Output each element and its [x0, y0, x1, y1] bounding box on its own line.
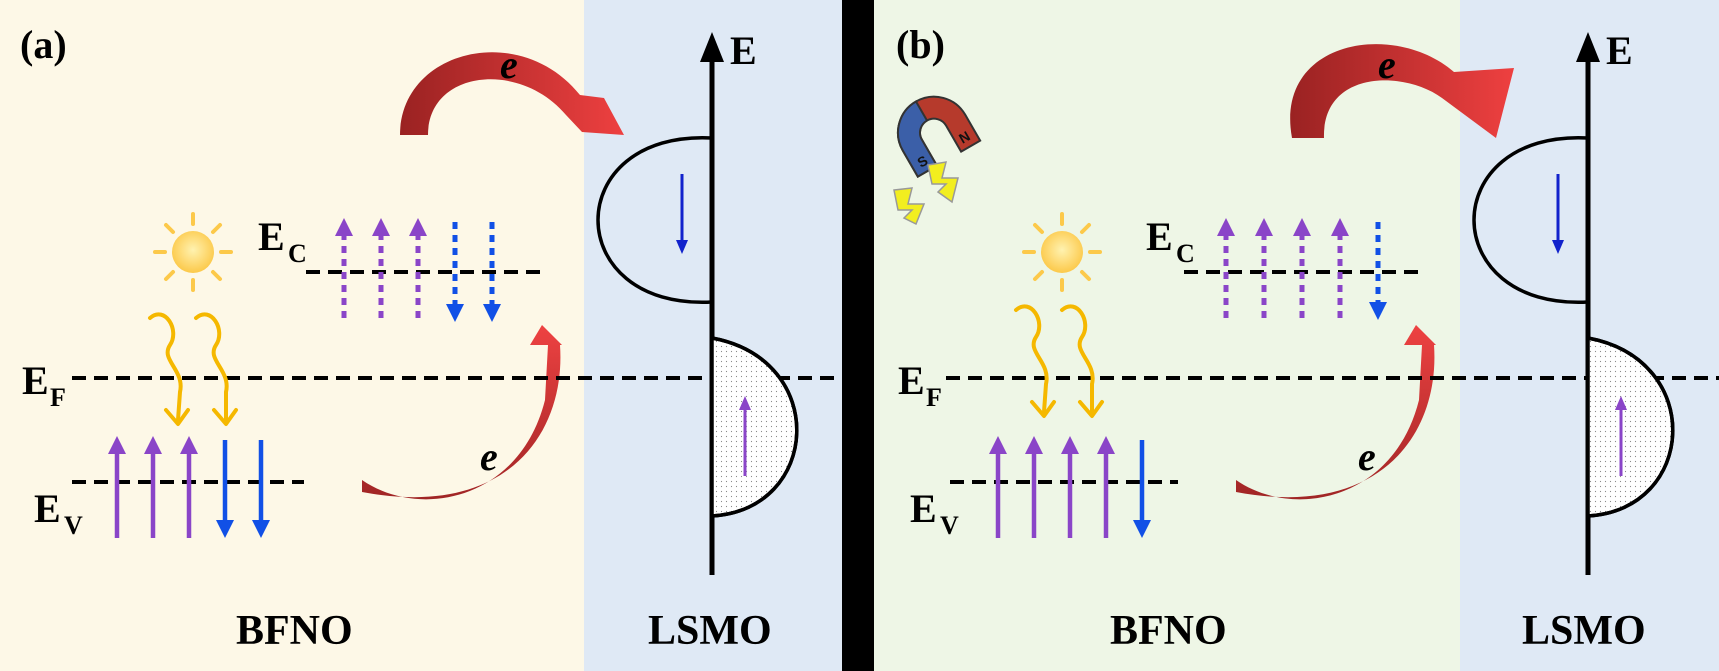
photon-wave-icon — [148, 312, 238, 426]
ef-subscript: F — [926, 383, 942, 412]
electron-label-top: e — [500, 42, 518, 87]
lsmo-label: LSMO — [648, 608, 772, 654]
panel-tag: (b) — [896, 22, 945, 67]
valence-spin-up-arrow — [1061, 436, 1079, 538]
sun-icon — [153, 212, 233, 292]
conduction-spin-up-arrow — [1217, 218, 1235, 318]
valence-spin-down-arrow — [1133, 440, 1151, 538]
ec-label: E — [258, 214, 285, 259]
conduction-spin-up-arrow — [1293, 218, 1311, 318]
electron-transfer-arrow-bottom — [1236, 325, 1436, 500]
conduction-spin-down-arrow — [1369, 222, 1387, 320]
energy-axis-label: E — [1606, 28, 1633, 73]
panel-tag: (a) — [20, 22, 67, 67]
valence-spin-up-arrow — [1025, 436, 1043, 538]
spin-down-arrow — [1552, 174, 1564, 254]
panel-divider — [842, 0, 874, 671]
electron-transfer-arrow-top — [400, 52, 624, 135]
minority-spin-dos — [1472, 136, 1589, 304]
valence-spin-arrows — [108, 436, 270, 538]
photon-wave-icon — [1014, 304, 1104, 418]
valence-spin-up-arrow — [989, 436, 1007, 538]
sun-icon — [1022, 212, 1102, 292]
majority-spin-dos-outline — [711, 336, 799, 518]
electron-transfer-arrow-bottom — [362, 325, 562, 500]
energy-axis-arrowhead — [1576, 32, 1600, 62]
energy-axis-label: E — [730, 28, 757, 73]
minority-spin-dos — [596, 136, 713, 304]
electron-label-top: e — [1378, 42, 1396, 87]
ev-subscript: V — [64, 511, 83, 540]
lightning-icon — [893, 161, 959, 226]
valence-spin-down-arrow — [216, 440, 234, 538]
conduction-spin-down-arrow — [446, 222, 464, 322]
ev-label: E — [910, 486, 937, 531]
energy-axis-arrowhead — [700, 32, 724, 62]
electron-label-bottom: e — [1358, 434, 1376, 479]
valence-spin-up-arrow — [144, 436, 162, 538]
panel-a: (a) e e E F E C E V — [0, 0, 842, 671]
ec-subscript: C — [288, 239, 307, 268]
bfno-label: BFNO — [1110, 608, 1227, 654]
electron-transfer-arrow-top — [1290, 44, 1514, 138]
lsmo-label: LSMO — [1522, 608, 1646, 654]
majority-spin-dos-outline — [1587, 336, 1675, 518]
ec-subscript: C — [1176, 239, 1195, 268]
ef-label: E — [898, 358, 925, 403]
bfno-region-background — [0, 0, 584, 671]
bfno-label: BFNO — [236, 608, 353, 654]
ef-subscript: F — [50, 383, 66, 412]
spin-down-arrow — [676, 174, 688, 254]
valence-spin-up-arrow — [180, 436, 198, 538]
valence-spin-up-arrow — [1097, 436, 1115, 538]
panel-b: (b) e e E F E C E V S N — [874, 0, 1719, 671]
spin-up-arrow — [1615, 396, 1627, 476]
conduction-spin-arrows — [1217, 218, 1387, 320]
valence-spin-down-arrow — [252, 440, 270, 538]
ef-label: E — [22, 358, 49, 403]
conduction-spin-arrows — [335, 218, 501, 322]
conduction-spin-up-arrow — [335, 218, 353, 318]
conduction-spin-up-arrow — [1331, 218, 1349, 318]
ec-label: E — [1146, 214, 1173, 259]
spin-up-arrow — [739, 396, 751, 476]
magnet-icon: S N — [897, 95, 982, 179]
electron-label-bottom: e — [480, 434, 498, 479]
conduction-spin-up-arrow — [1255, 218, 1273, 318]
valence-spin-arrows — [989, 436, 1151, 538]
bfno-region-background — [874, 0, 1460, 671]
conduction-spin-up-arrow — [372, 218, 390, 318]
valence-spin-up-arrow — [108, 436, 126, 538]
conduction-spin-down-arrow — [483, 222, 501, 322]
conduction-spin-up-arrow — [409, 218, 427, 318]
ev-label: E — [34, 486, 61, 531]
ev-subscript: V — [940, 511, 959, 540]
